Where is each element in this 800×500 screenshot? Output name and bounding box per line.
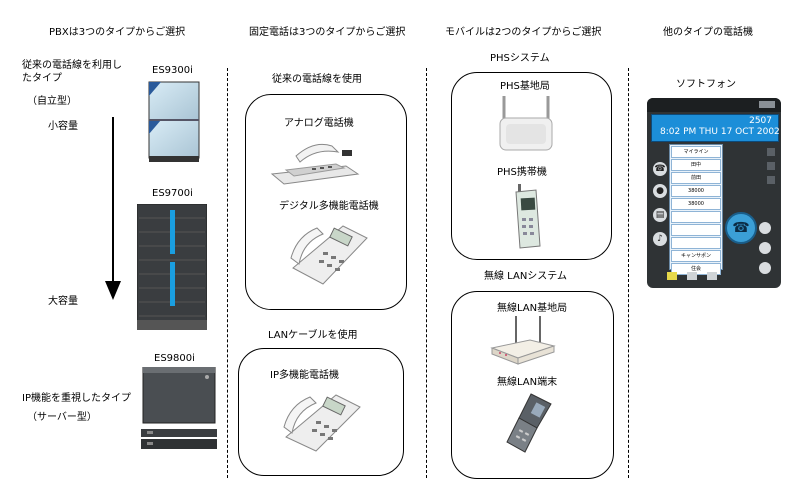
phs-handset-label: PHS携帯機	[497, 167, 547, 178]
wlan-system-label: 無線 LANシステム	[484, 271, 568, 282]
softphone-window-controls-icon	[759, 101, 775, 108]
separator-3	[628, 68, 629, 478]
server-type-label: （サーバー型）	[27, 412, 97, 423]
phs-base-image	[494, 94, 558, 154]
wlan-terminal-label: 無線LAN端末	[497, 377, 558, 388]
mobile-header: モバイルは2つのタイプからご選択	[445, 27, 602, 38]
softphone-menu-item[interactable]: 田中	[671, 159, 721, 171]
softphone-screen-line1: 2507	[749, 116, 772, 126]
softphone-dial-button[interactable]: ☎	[725, 212, 757, 244]
pbx-header: PBXは3つのタイプからご選択	[49, 27, 186, 38]
digital-phone-image	[283, 218, 373, 288]
small-capacity-label: 小容量	[48, 121, 78, 132]
phs-base-label: PHS基地局	[500, 81, 550, 92]
large-capacity-label: 大容量	[48, 296, 78, 307]
softphone-music-button[interactable]: ♪	[653, 232, 667, 246]
softphone-keypad-button[interactable]	[759, 262, 771, 274]
softphone-menu-item[interactable]	[671, 237, 721, 249]
es9700i-rack-image	[137, 204, 207, 330]
softphone-menu-item[interactable]: 前田	[671, 172, 721, 184]
traditional-type-line2: たタイプ	[22, 73, 62, 84]
phs-system-label: PHSシステム	[490, 53, 550, 64]
analog-phone-image	[266, 136, 362, 186]
softphone-side-key[interactable]	[767, 176, 775, 184]
ip-phone-label: IP多機能電話機	[270, 370, 339, 381]
softphone-menu-item[interactable]: 38000	[671, 185, 721, 197]
wlan-base-label: 無線LAN基地局	[497, 303, 568, 314]
traditional-type-line1: 従来の電話線を利用し	[22, 60, 122, 71]
softphone-menu-list: マイライン 田中 前田 38000 38000 キャンサポン 住会	[669, 144, 723, 275]
capacity-arrow	[103, 117, 123, 301]
model-es9700i: ES9700i	[152, 188, 193, 199]
digital-phone-label: デジタル多機能電話機	[279, 201, 379, 212]
softphone-tool-icon[interactable]	[667, 272, 677, 280]
traditional-line-label: 従来の電話線を使用	[272, 74, 362, 85]
wlan-terminal-image	[505, 392, 555, 454]
lan-cable-label: LANケーブルを使用	[268, 330, 358, 341]
softphone-side-key[interactable]	[767, 162, 775, 170]
analog-phone-label: アナログ電話機	[284, 118, 354, 129]
softphone-tool-icon[interactable]	[707, 272, 717, 280]
softphone-volume-button[interactable]	[759, 222, 771, 234]
softphone-title-bar	[647, 98, 781, 112]
other-header: 他のタイプの電話機	[663, 27, 753, 38]
es9300i-cabinet-image	[147, 80, 202, 164]
softphone-label: ソフトフォン	[676, 79, 736, 90]
fixed-header: 固定電話は3つのタイプからご選択	[249, 27, 406, 38]
ip-phone-image	[276, 389, 366, 455]
es9800i-server-image	[141, 367, 217, 451]
self-standing-label: （自立型）	[27, 96, 77, 107]
softphone-tool-icon[interactable]	[687, 272, 697, 280]
softphone-mute-button[interactable]	[759, 242, 771, 254]
ip-type-label: IP機能を重視したタイプ	[22, 393, 131, 404]
softphone-user-button[interactable]: ●	[653, 184, 667, 198]
softphone-phonebook-button[interactable]: ▤	[653, 208, 667, 222]
softphone-image: 2507 8:02 PM THU 17 OCT 2002 ☎ ● ▤ ♪ マイラ…	[647, 98, 781, 288]
softphone-screen-line2: 8:02 PM THU 17 OCT 2002	[660, 127, 780, 137]
softphone-screen: 2507 8:02 PM THU 17 OCT 2002	[651, 114, 780, 142]
softphone-menu-item[interactable]: 38000	[671, 198, 721, 210]
separator-1	[227, 68, 228, 478]
softphone-call-button[interactable]: ☎	[653, 162, 667, 176]
model-es9800i: ES9800i	[154, 353, 195, 364]
softphone-menu-item[interactable]: マイライン	[671, 146, 721, 158]
softphone-menu-item[interactable]	[671, 211, 721, 223]
softphone-menu-item[interactable]	[671, 224, 721, 236]
wlan-system-group	[451, 291, 614, 479]
softphone-menu-item[interactable]: キャンサポン	[671, 250, 721, 262]
softphone-side-key[interactable]	[767, 148, 775, 156]
separator-2	[426, 68, 427, 478]
wlan-base-image	[490, 316, 556, 366]
model-es9300i: ES9300i	[152, 65, 193, 76]
phs-handset-image	[512, 184, 542, 250]
